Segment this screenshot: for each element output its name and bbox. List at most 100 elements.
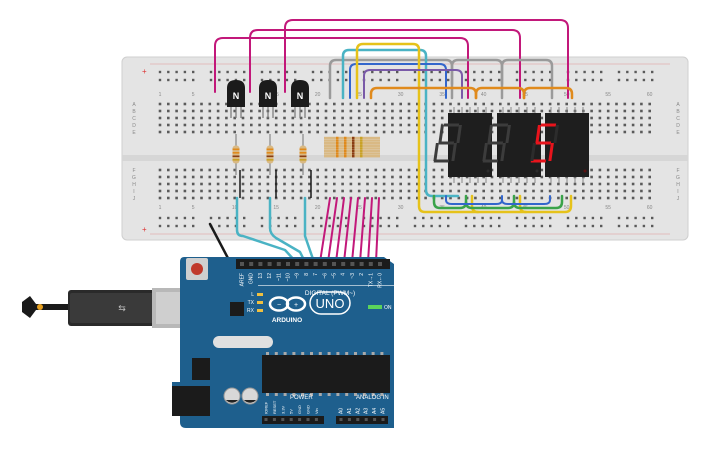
segment-wire	[359, 197, 366, 263]
column-number: 1	[159, 205, 162, 211]
digital-header-pins	[240, 262, 382, 266]
usb-chip	[230, 302, 244, 316]
svg-text:+: +	[294, 302, 298, 309]
display-segment-e	[433, 143, 439, 161]
column-number: 20	[315, 92, 321, 98]
column-number: 5	[192, 92, 195, 98]
transistor-label: N	[297, 91, 304, 101]
svg-text:−: −	[277, 302, 281, 309]
row-letter: G	[132, 175, 136, 181]
transistor-label: N	[233, 91, 240, 101]
resistor	[324, 136, 380, 140]
display-segment-a	[492, 123, 509, 127]
header-pin[interactable]	[289, 418, 293, 421]
status-led	[257, 309, 263, 312]
header-pin[interactable]	[249, 262, 254, 266]
display-segment-d	[482, 159, 499, 163]
power-pin-label: 3.3V	[280, 405, 285, 414]
reset-button[interactable]	[191, 263, 203, 275]
status-led	[257, 293, 263, 296]
digital-pin-label: ~5	[332, 273, 338, 279]
header-pin[interactable]	[364, 418, 368, 421]
rail-plus-bottom: +	[142, 225, 147, 234]
display-segment-c	[548, 143, 554, 161]
transistor-label: N	[265, 91, 272, 101]
segment-wire	[343, 197, 352, 263]
column-number: 45	[522, 92, 528, 98]
header-pin[interactable]	[332, 262, 336, 266]
header-pin[interactable]	[378, 262, 382, 266]
power-pin-label: GND	[306, 405, 311, 414]
arduino-brand: ARDUINO	[272, 317, 302, 324]
digital-pin-label: 4	[341, 273, 347, 276]
header-pin[interactable]	[281, 418, 285, 421]
breadboard: 1155101015152020252530303535404045455050…	[121, 56, 689, 241]
column-number: 55	[605, 92, 611, 98]
header-pin[interactable]	[356, 418, 360, 421]
seven-segment-displays	[433, 107, 589, 183]
header-pin[interactable]	[368, 262, 373, 266]
header-pin[interactable]	[339, 418, 343, 421]
column-number: 40	[481, 92, 487, 98]
digital-pin-label: 12	[267, 273, 273, 279]
column-number: 30	[398, 92, 404, 98]
segment-wire	[335, 197, 345, 263]
column-number: 25	[356, 92, 362, 98]
digital-pin-label: ~11	[276, 273, 282, 281]
digital-header	[236, 259, 390, 269]
digital-pin-label: GND	[249, 273, 255, 285]
header-pin[interactable]	[313, 262, 318, 266]
header-pin[interactable]	[359, 262, 364, 266]
wires	[208, 19, 574, 264]
header-pin[interactable]	[264, 418, 268, 421]
display-segment-a	[540, 123, 557, 127]
header-pin[interactable]	[298, 418, 302, 421]
header-pin[interactable]	[276, 262, 281, 266]
power-pin-label: Vin	[314, 408, 319, 414]
power-label: POWER	[290, 395, 313, 401]
column-number: 30	[398, 205, 404, 211]
header-pin[interactable]	[373, 418, 377, 421]
display-segment-g	[487, 141, 504, 145]
header-pin[interactable]	[295, 262, 300, 266]
digital-pin-label: ~9	[295, 273, 301, 279]
resistor	[324, 155, 380, 158]
rail-plus-top: +	[142, 67, 147, 76]
column-number: 25	[356, 205, 362, 211]
header-pin[interactable]	[381, 418, 385, 421]
header-pin[interactable]	[286, 262, 290, 266]
header-pin[interactable]	[322, 262, 327, 266]
row-letter: D	[132, 123, 136, 129]
display-segment-c	[500, 143, 506, 161]
transistor: N	[291, 80, 309, 118]
header-pin[interactable]	[304, 262, 309, 266]
analog-label: ANALOG IN	[356, 395, 389, 401]
resistor	[266, 134, 274, 175]
header-pin[interactable]	[267, 262, 272, 266]
header-pin[interactable]	[341, 262, 346, 266]
analog-pin-label: A1	[347, 408, 353, 414]
row-letter: I	[677, 189, 678, 195]
segment-wire	[327, 197, 338, 263]
row-letter: C	[132, 116, 136, 122]
header-pin[interactable]	[350, 262, 355, 266]
header-pin[interactable]	[240, 262, 244, 266]
row-letter: B	[132, 109, 136, 115]
analog-pin-label: A4	[372, 408, 378, 414]
column-number: 10	[232, 205, 238, 211]
header-pin[interactable]	[272, 418, 276, 421]
header-pin[interactable]	[347, 418, 351, 421]
row-letter: F	[676, 168, 679, 174]
column-number: 60	[647, 92, 653, 98]
led-label: RX	[247, 308, 255, 314]
digital-pin-label: TX→1	[368, 273, 374, 287]
header-pin[interactable]	[314, 418, 318, 421]
segment-wire	[319, 197, 331, 263]
column-number: 5	[192, 205, 195, 211]
header-pin[interactable]	[258, 262, 263, 266]
header-pin[interactable]	[306, 418, 310, 421]
